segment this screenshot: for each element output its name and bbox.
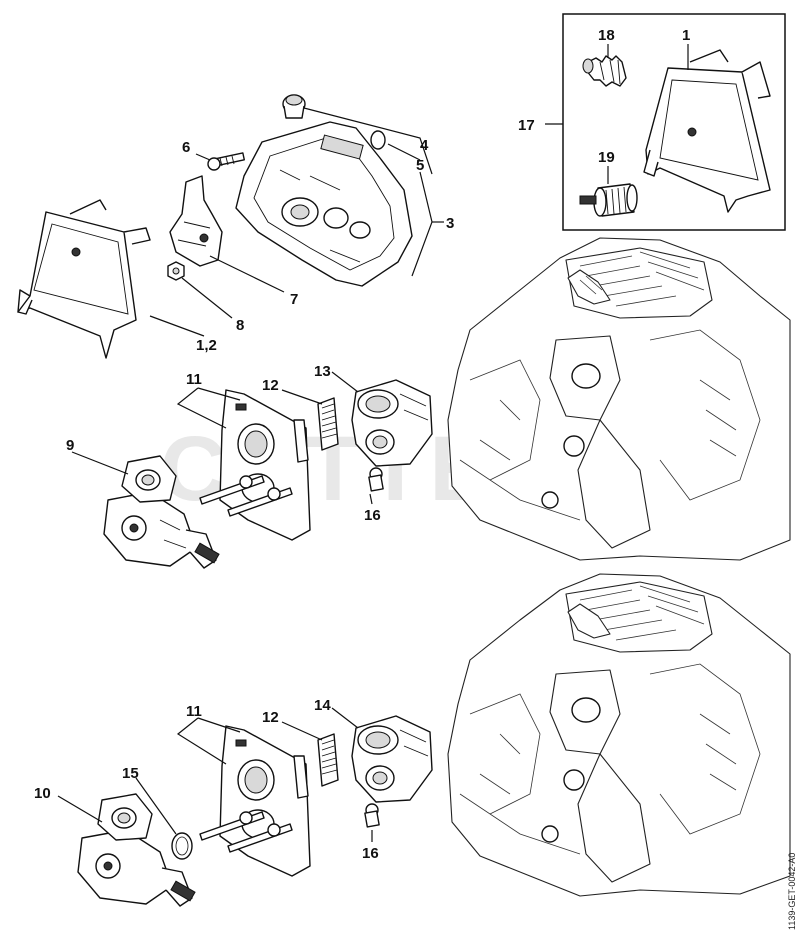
callout-7: 7 (290, 291, 298, 308)
screw-icon (364, 803, 380, 828)
callout-4: 4 (420, 137, 429, 154)
callout-18: 18 (598, 27, 615, 44)
callout-1: 1 (682, 27, 690, 44)
intake-manifold-icon (351, 715, 433, 803)
callout-1-2: 1,2 (196, 337, 217, 354)
callout-3: 3 (446, 215, 454, 232)
air-filter-icon (643, 49, 771, 213)
grommet-icon (282, 94, 306, 119)
screw-icon (368, 467, 384, 492)
nut-icon (167, 261, 185, 281)
baffle-icon (169, 175, 223, 267)
callout-17: 17 (518, 117, 535, 134)
carburetor-icon (77, 793, 196, 907)
air-filter-icon (17, 199, 151, 359)
document-code: 1139-GET-0042-A0 (787, 853, 797, 930)
carburetor-icon (103, 455, 220, 569)
callout-11-bottom: 11 (186, 703, 202, 720)
callout-9: 9 (66, 437, 74, 454)
o-ring-icon (370, 130, 386, 150)
stud-bolt-icon (199, 475, 293, 517)
engine-housing-icon (447, 573, 791, 897)
callout-16-top: 16 (364, 507, 381, 524)
callout-15: 15 (122, 765, 139, 782)
callout-19: 19 (598, 149, 615, 166)
intake-manifold-icon (351, 379, 433, 467)
callout-6: 6 (182, 139, 190, 156)
heat-shield-icon (317, 733, 339, 787)
screw-icon (207, 152, 245, 171)
callout-12-bottom: 12 (262, 709, 279, 726)
callout-10: 10 (34, 785, 51, 802)
callout-13: 13 (314, 363, 331, 380)
gasket-plate-icon (219, 725, 311, 877)
callout-12-top: 12 (262, 377, 279, 394)
fuel-filter-icon (579, 183, 638, 217)
gasket-plate-icon (219, 389, 311, 541)
heat-shield-icon (317, 397, 339, 451)
callout-11-top: 11 (186, 371, 202, 388)
grommet-plug-icon (582, 55, 627, 87)
carburetor-box-icon (235, 121, 413, 287)
callout-5: 5 (416, 157, 424, 174)
callout-8: 8 (236, 317, 244, 334)
inset-box: 18 1 19 (562, 13, 786, 231)
engine-housing-icon (447, 237, 791, 561)
callout-16-bottom: 16 (362, 845, 379, 862)
stud-bolt-icon (199, 811, 293, 853)
callout-14: 14 (314, 697, 331, 714)
